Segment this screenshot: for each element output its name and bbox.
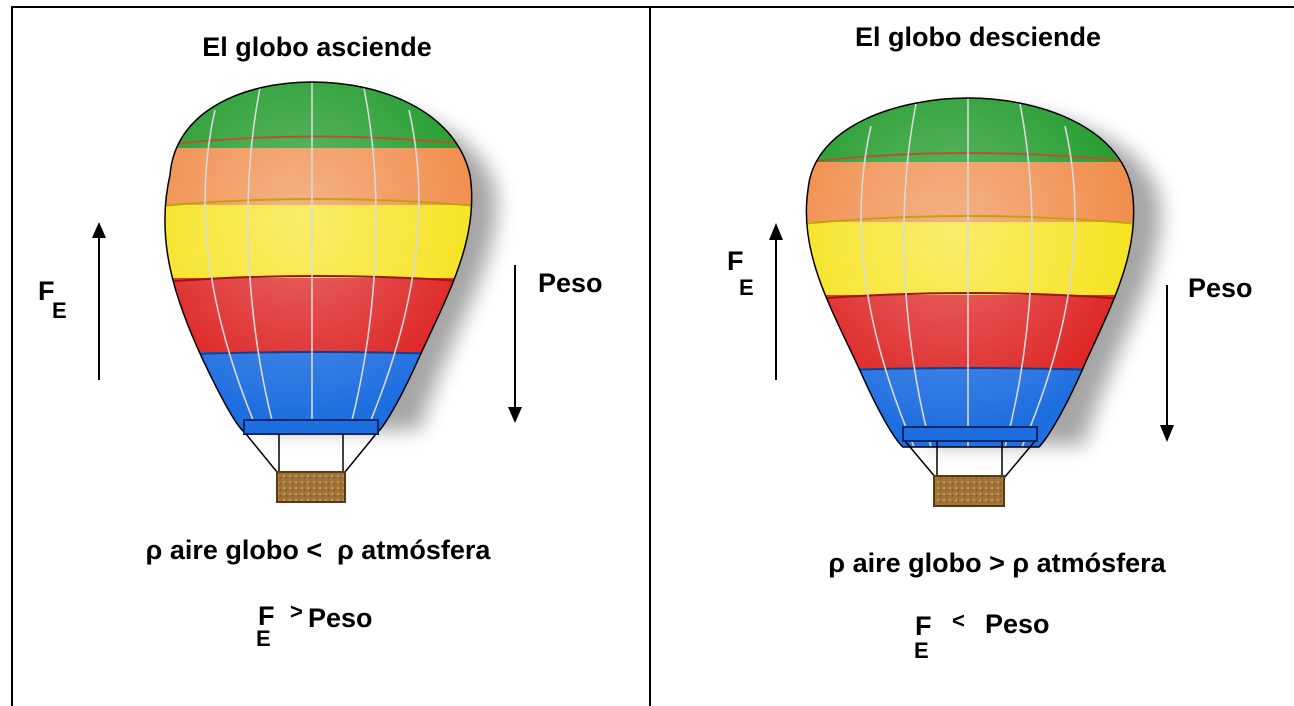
weight-arrow-down (508, 265, 522, 423)
density-relation: ρ aire globo < ρ atmósfera (146, 535, 492, 565)
balloon-seams (204, 82, 420, 432)
weight-label: Peso (1188, 273, 1253, 303)
panel-ascends: El globo asciende (38, 32, 603, 651)
svg-text:F: F (915, 611, 932, 641)
hot-air-balloon (164, 81, 473, 503)
svg-text:Peso: Peso (308, 603, 373, 633)
force-label-subscript: E (52, 298, 67, 323)
force-relation: F E < Peso (914, 608, 1050, 663)
buoyancy-arrow-up (92, 222, 106, 380)
basket-ropes (904, 440, 1036, 479)
panel-descends: El globo desciende (727, 22, 1253, 663)
balloon-seams (860, 98, 1076, 447)
force-label-FE: F (38, 276, 55, 306)
svg-text:F: F (258, 601, 275, 631)
force-relation: F E > Peso (256, 599, 373, 651)
buoyancy-arrow-up (769, 223, 783, 380)
hot-air-balloon (805, 97, 1135, 507)
density-relation: ρ aire globo > ρ atmósfera (828, 548, 1166, 578)
panel-title: El globo asciende (202, 32, 432, 62)
panel-title: El globo desciende (855, 22, 1101, 52)
basket (276, 471, 346, 503)
weight-arrow-down (1160, 285, 1174, 442)
balloon-skirt (902, 426, 1038, 442)
svg-text:E: E (256, 626, 271, 651)
svg-text:Peso: Peso (985, 609, 1050, 639)
svg-text:<: < (952, 608, 965, 633)
svg-text:E: E (914, 638, 929, 663)
force-label-FE: F (727, 246, 744, 276)
svg-text:>: > (290, 599, 303, 624)
basket-ropes (245, 433, 377, 473)
force-label-subscript: E (739, 275, 754, 300)
weight-label: Peso (538, 268, 603, 298)
basket (933, 475, 1005, 507)
balloon-skirt (243, 419, 379, 435)
